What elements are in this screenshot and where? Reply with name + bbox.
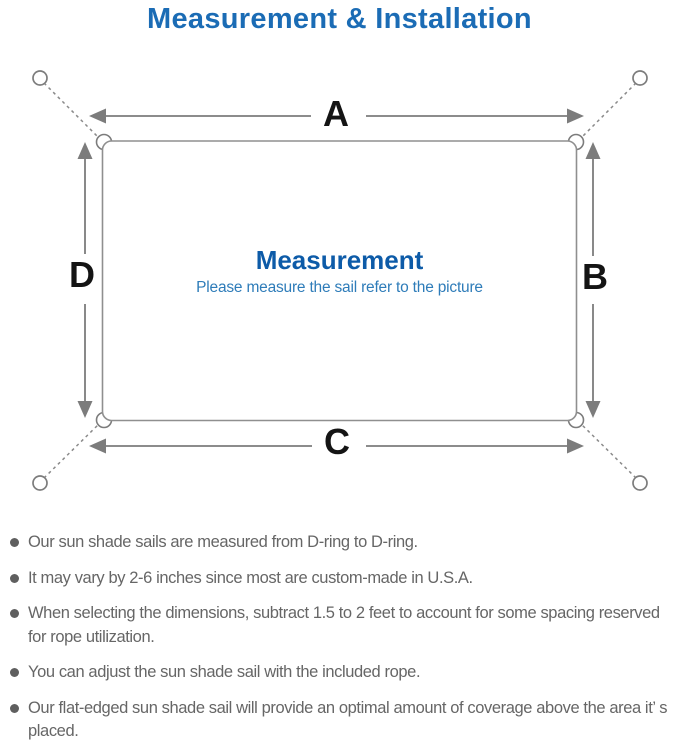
bullet-icon bbox=[10, 668, 19, 677]
rope-line-top-left bbox=[43, 82, 102, 141]
page-title: Measurement & Installation bbox=[147, 3, 532, 35]
note-text: You can adjust the sun shade sail with t… bbox=[28, 663, 421, 681]
bullet-icon bbox=[10, 609, 19, 618]
dimension-label-d: D bbox=[69, 254, 95, 295]
measurement-heading: Measurement bbox=[255, 245, 424, 275]
arrow-d-down bbox=[77, 304, 93, 418]
note-text: Our sun shade sails are measured from D-… bbox=[28, 533, 418, 551]
measurement-subheading: Please measure the sail refer to the pic… bbox=[196, 279, 483, 296]
anchor-point-top-left bbox=[32, 70, 48, 86]
arrow-d-up bbox=[77, 142, 93, 254]
arrow-a-right bbox=[366, 108, 584, 124]
anchor-point-top-right bbox=[632, 70, 648, 86]
arrow-b-up bbox=[585, 142, 601, 256]
arrow-a-left bbox=[89, 108, 311, 124]
instruction-notes: Our sun shade sails are measured from D-… bbox=[10, 531, 670, 744]
note-text: Our flat-edged sun shade sail will provi… bbox=[28, 698, 668, 741]
dimension-label-c: C bbox=[324, 421, 350, 462]
arrowhead-down bbox=[77, 401, 93, 418]
arrowhead-right bbox=[567, 438, 584, 454]
arrowhead-up bbox=[585, 142, 601, 159]
sail-outline bbox=[101, 140, 578, 422]
list-item: When selecting the dimensions, subtract … bbox=[10, 602, 670, 649]
arrowhead-left bbox=[89, 108, 106, 124]
list-item: You can adjust the sun shade sail with t… bbox=[10, 661, 670, 685]
dimension-label-b: B bbox=[582, 256, 608, 297]
arrow-b-down bbox=[585, 304, 601, 418]
arrowhead-up bbox=[77, 142, 93, 159]
sail-measurement-diagram bbox=[32, 70, 648, 491]
arrowhead-left bbox=[89, 438, 106, 454]
arrow-c-right bbox=[366, 438, 584, 454]
rope-line-bottom-right bbox=[578, 421, 637, 479]
note-text: When selecting the dimensions, subtract … bbox=[28, 604, 660, 646]
rope-line-bottom-left bbox=[43, 421, 102, 479]
anchor-point-bottom-right bbox=[632, 475, 648, 491]
bullet-icon bbox=[10, 703, 19, 713]
arrowhead-down bbox=[585, 401, 601, 418]
rope-line-top-right bbox=[578, 82, 637, 141]
arrow-c-left bbox=[89, 438, 312, 454]
bullet-icon bbox=[10, 538, 19, 547]
bullet-icon bbox=[10, 573, 19, 583]
list-item: It may vary by 2-6 inches since most are… bbox=[10, 567, 670, 591]
dimension-label-a: A bbox=[323, 93, 349, 134]
note-text: It may vary by 2-6 inches since most are… bbox=[28, 568, 473, 587]
list-item: Our flat-edged sun shade sail will provi… bbox=[10, 697, 670, 744]
anchor-point-bottom-left bbox=[32, 475, 48, 491]
arrowhead-right bbox=[567, 108, 584, 124]
list-item: Our sun shade sails are measured from D-… bbox=[10, 531, 670, 555]
